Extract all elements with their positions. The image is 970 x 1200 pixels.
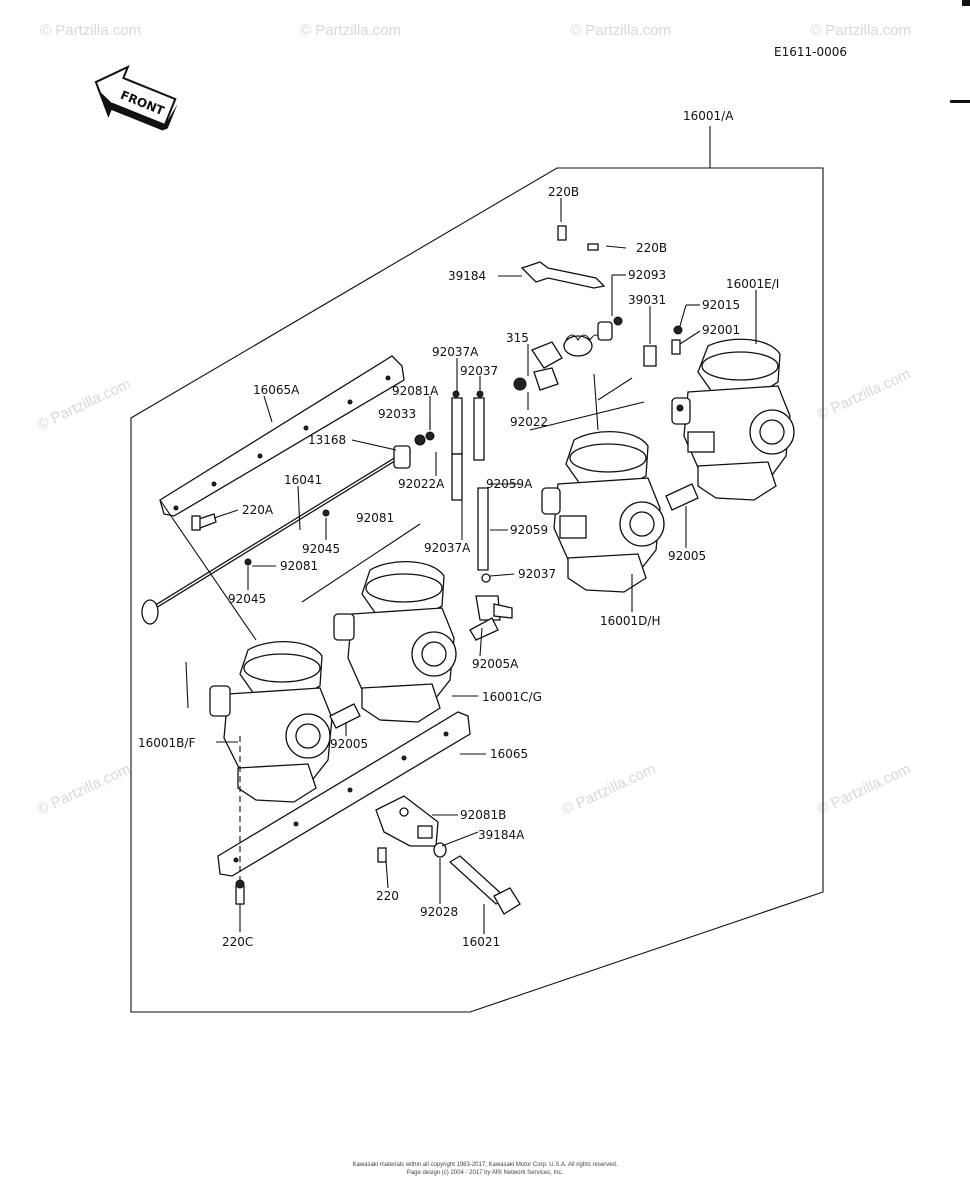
- bolt-16021: [448, 855, 521, 915]
- watermark: © Partzilla.com: [570, 22, 671, 39]
- label-92093: 92093: [628, 268, 666, 282]
- label-16065: 16065: [490, 747, 528, 761]
- label-16001E-I: 16001E/I: [726, 277, 779, 291]
- label-92015: 92015: [702, 298, 740, 312]
- screws-92015-92001: [671, 325, 683, 355]
- front-arrow: FRONT: [94, 64, 178, 131]
- carburetor-16001D-H: [541, 431, 665, 593]
- diagram-code: E1611-0006: [774, 45, 847, 59]
- label-92059A: 92059A: [486, 477, 533, 491]
- label-16001B-F: 16001B/F: [138, 736, 195, 750]
- label-92028: 92028: [420, 905, 458, 919]
- label-92037: 92037: [518, 567, 556, 581]
- label-92037A: 92037A: [432, 345, 479, 359]
- screw-220A: [191, 513, 217, 531]
- watermark: © Partzilla.com: [815, 761, 914, 819]
- watermark: © Partzilla.com: [810, 22, 911, 39]
- label-220B: 220B: [548, 185, 579, 199]
- plate-16065: [217, 711, 471, 877]
- watermark: © Partzilla.com: [815, 366, 914, 424]
- plate-16065A: [159, 355, 405, 517]
- bracket-39184: [520, 225, 606, 289]
- throttle-link-assembly: [513, 316, 657, 391]
- label-16021: 16021: [462, 935, 500, 949]
- fittings-92005: [329, 483, 699, 729]
- label-220A: 220A: [242, 503, 274, 517]
- label-92005: 92005: [330, 737, 368, 751]
- label-92045: 92045: [302, 542, 340, 556]
- label-92037: 92037: [460, 364, 498, 378]
- label-92081B: 92081B: [460, 808, 506, 822]
- label-92081: 92081: [356, 511, 394, 525]
- bracket-39184A: [375, 795, 447, 858]
- label-220: 220: [376, 889, 399, 903]
- watermark: © Partzilla.com: [35, 761, 134, 819]
- label-92059: 92059: [510, 523, 548, 537]
- label-13168: 13168: [308, 433, 346, 447]
- label-92081A: 92081A: [392, 384, 439, 398]
- label-92001: 92001: [702, 323, 740, 337]
- edge-mark: [962, 0, 970, 6]
- carburetor-16001C-G: [333, 561, 457, 723]
- label-220C: 220C: [222, 935, 253, 949]
- label-16001A: 16001/A: [683, 109, 734, 123]
- watermark: © Partzilla.com: [40, 22, 141, 39]
- label-92022: 92022: [510, 415, 548, 429]
- label-92022A: 92022A: [398, 477, 445, 491]
- edge-mark: [950, 100, 970, 103]
- screws-220-220C: [235, 847, 387, 905]
- label-92005A: 92005A: [472, 657, 519, 671]
- label-39184A: 39184A: [478, 828, 525, 842]
- leader-lines: [159, 198, 757, 934]
- label-16001D-H: 16001D/H: [600, 614, 660, 628]
- copyright-line: Kawasaki materials within all copyright …: [352, 1162, 617, 1168]
- label-16001C-G: 16001C/G: [482, 690, 542, 704]
- shaft-16041: [141, 431, 435, 625]
- label-39031: 39031: [628, 293, 666, 307]
- watermark: © Partzilla.com: [35, 376, 134, 434]
- label-220B: 220B: [636, 241, 667, 255]
- carburetor-16001E-I: [671, 338, 795, 501]
- label-16065A: 16065A: [253, 383, 300, 397]
- assembly-outline: [130, 167, 824, 1013]
- label-315: 315: [506, 331, 529, 345]
- label-92081: 92081: [280, 559, 318, 573]
- label-39184: 39184: [448, 269, 486, 283]
- carburetor-16001B-F: [209, 641, 333, 803]
- watermark: © Partzilla.com: [300, 22, 401, 39]
- part-labels: 16001/A 220B 220B 39184 92093 39031 1600…: [138, 109, 779, 949]
- label-92033: 92033: [378, 407, 416, 421]
- copyright-line: Page design (c) 2004 - 2017 by ARI Netwo…: [407, 1170, 564, 1176]
- fuel-pipes: [451, 390, 513, 621]
- label-92045: 92045: [228, 592, 266, 606]
- label-92037A: 92037A: [424, 541, 471, 555]
- label-16041: 16041: [284, 473, 322, 487]
- label-92005: 92005: [668, 549, 706, 563]
- watermark: © Partzilla.com: [560, 761, 659, 819]
